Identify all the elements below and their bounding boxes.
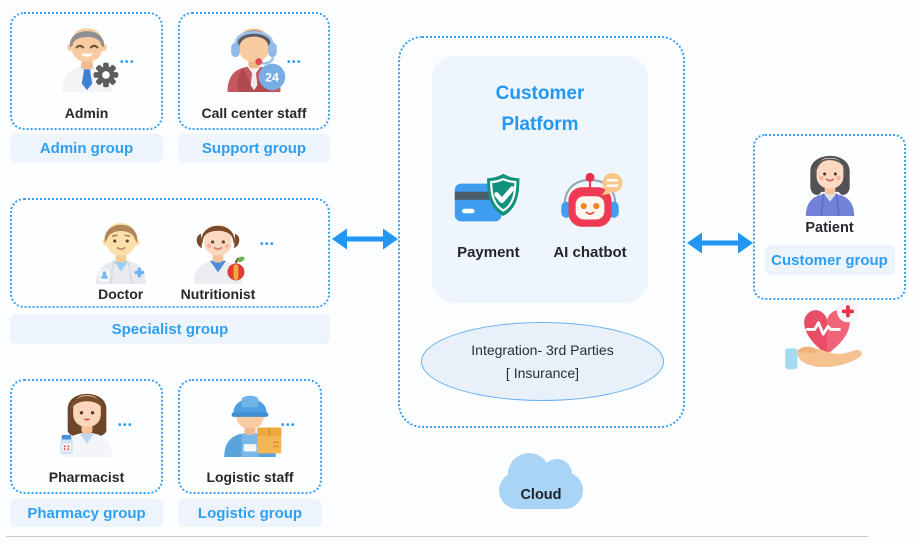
speech-bubble-icon <box>601 172 623 196</box>
admin-icon <box>49 20 125 92</box>
logistic-staff-icon <box>213 387 287 457</box>
customer-platform-panel: Customer Platform Pay <box>432 56 648 303</box>
pharmacist-icon <box>50 387 124 457</box>
call-center-card[interactable]: ••• 24 Call center staff <box>178 12 330 130</box>
payment-label: Payment <box>457 243 520 261</box>
headset-icon <box>234 31 274 45</box>
pharmacy-group-badge: Pharmacy group <box>10 499 163 527</box>
health-care-icon <box>785 299 869 375</box>
payment-icon <box>453 171 523 234</box>
nutritionist-icon <box>182 216 254 284</box>
customer-group-badge: Customer group <box>764 245 895 275</box>
cap-icon <box>231 395 269 417</box>
call-center-staff-icon: 24 <box>216 20 292 92</box>
customer-platform-container[interactable]: Customer Platform Pay <box>398 36 685 428</box>
badge-24: 24 <box>265 71 279 85</box>
specialist-card[interactable]: ••• <box>10 198 330 308</box>
gear-icon <box>93 62 118 88</box>
apple-icon <box>227 256 245 281</box>
logistic-group-badge: Logistic group <box>178 499 322 527</box>
member-label-nutritionist: Nutritionist <box>180 286 256 302</box>
integration-line1: Integration- 3rd Parties <box>471 342 614 358</box>
package-box-icon <box>257 427 282 454</box>
more-icon: ••• <box>260 239 276 250</box>
admin-group-badge: Admin group <box>10 134 163 162</box>
cloud-icon <box>499 453 583 509</box>
cloud-label: Cloud <box>520 487 562 503</box>
right-double-arrow <box>687 231 753 255</box>
logistic-card[interactable]: ••• Logistic s <box>178 379 322 494</box>
member-label-patient: Patient <box>805 220 854 236</box>
member-label-call-center: Call center staff <box>201 105 307 121</box>
medical-plus-icon <box>134 267 144 278</box>
more-icon: ••• <box>280 420 296 431</box>
member-label-doctor: Doctor <box>98 286 144 302</box>
ai-chatbot-label: AI chatbot <box>553 243 627 261</box>
patient-card[interactable]: Patient Customer group <box>753 134 906 300</box>
specialist-group-badge: Specialist group <box>10 314 330 344</box>
member-label-admin: Admin <box>64 105 109 121</box>
doctor-icon <box>85 216 157 284</box>
more-icon: ••• <box>286 57 302 68</box>
left-double-arrow <box>332 227 398 251</box>
cloud-shape[interactable]: Cloud <box>493 450 589 512</box>
pharmacist-card[interactable]: ••• Pharmacist <box>10 379 163 494</box>
bottom-divider <box>6 536 868 537</box>
pill-bottle-icon <box>59 434 73 455</box>
platform-title: Customer Platform <box>495 83 585 136</box>
member-label-pharmacist: Pharmacist <box>48 469 125 485</box>
more-icon: ••• <box>117 420 133 431</box>
integration-ellipse[interactable]: Integration- 3rd Parties [ Insurance] <box>421 322 664 401</box>
more-icon: ••• <box>119 57 135 68</box>
patient-icon <box>794 148 866 216</box>
integration-line2: [ Insurance] <box>505 365 580 381</box>
support-group-badge: Support group <box>178 134 330 162</box>
ai-chatbot-icon <box>555 171 625 234</box>
admin-card[interactable]: ••• Admin <box>10 12 163 130</box>
member-label-logistic: Logistic staff <box>206 469 294 485</box>
